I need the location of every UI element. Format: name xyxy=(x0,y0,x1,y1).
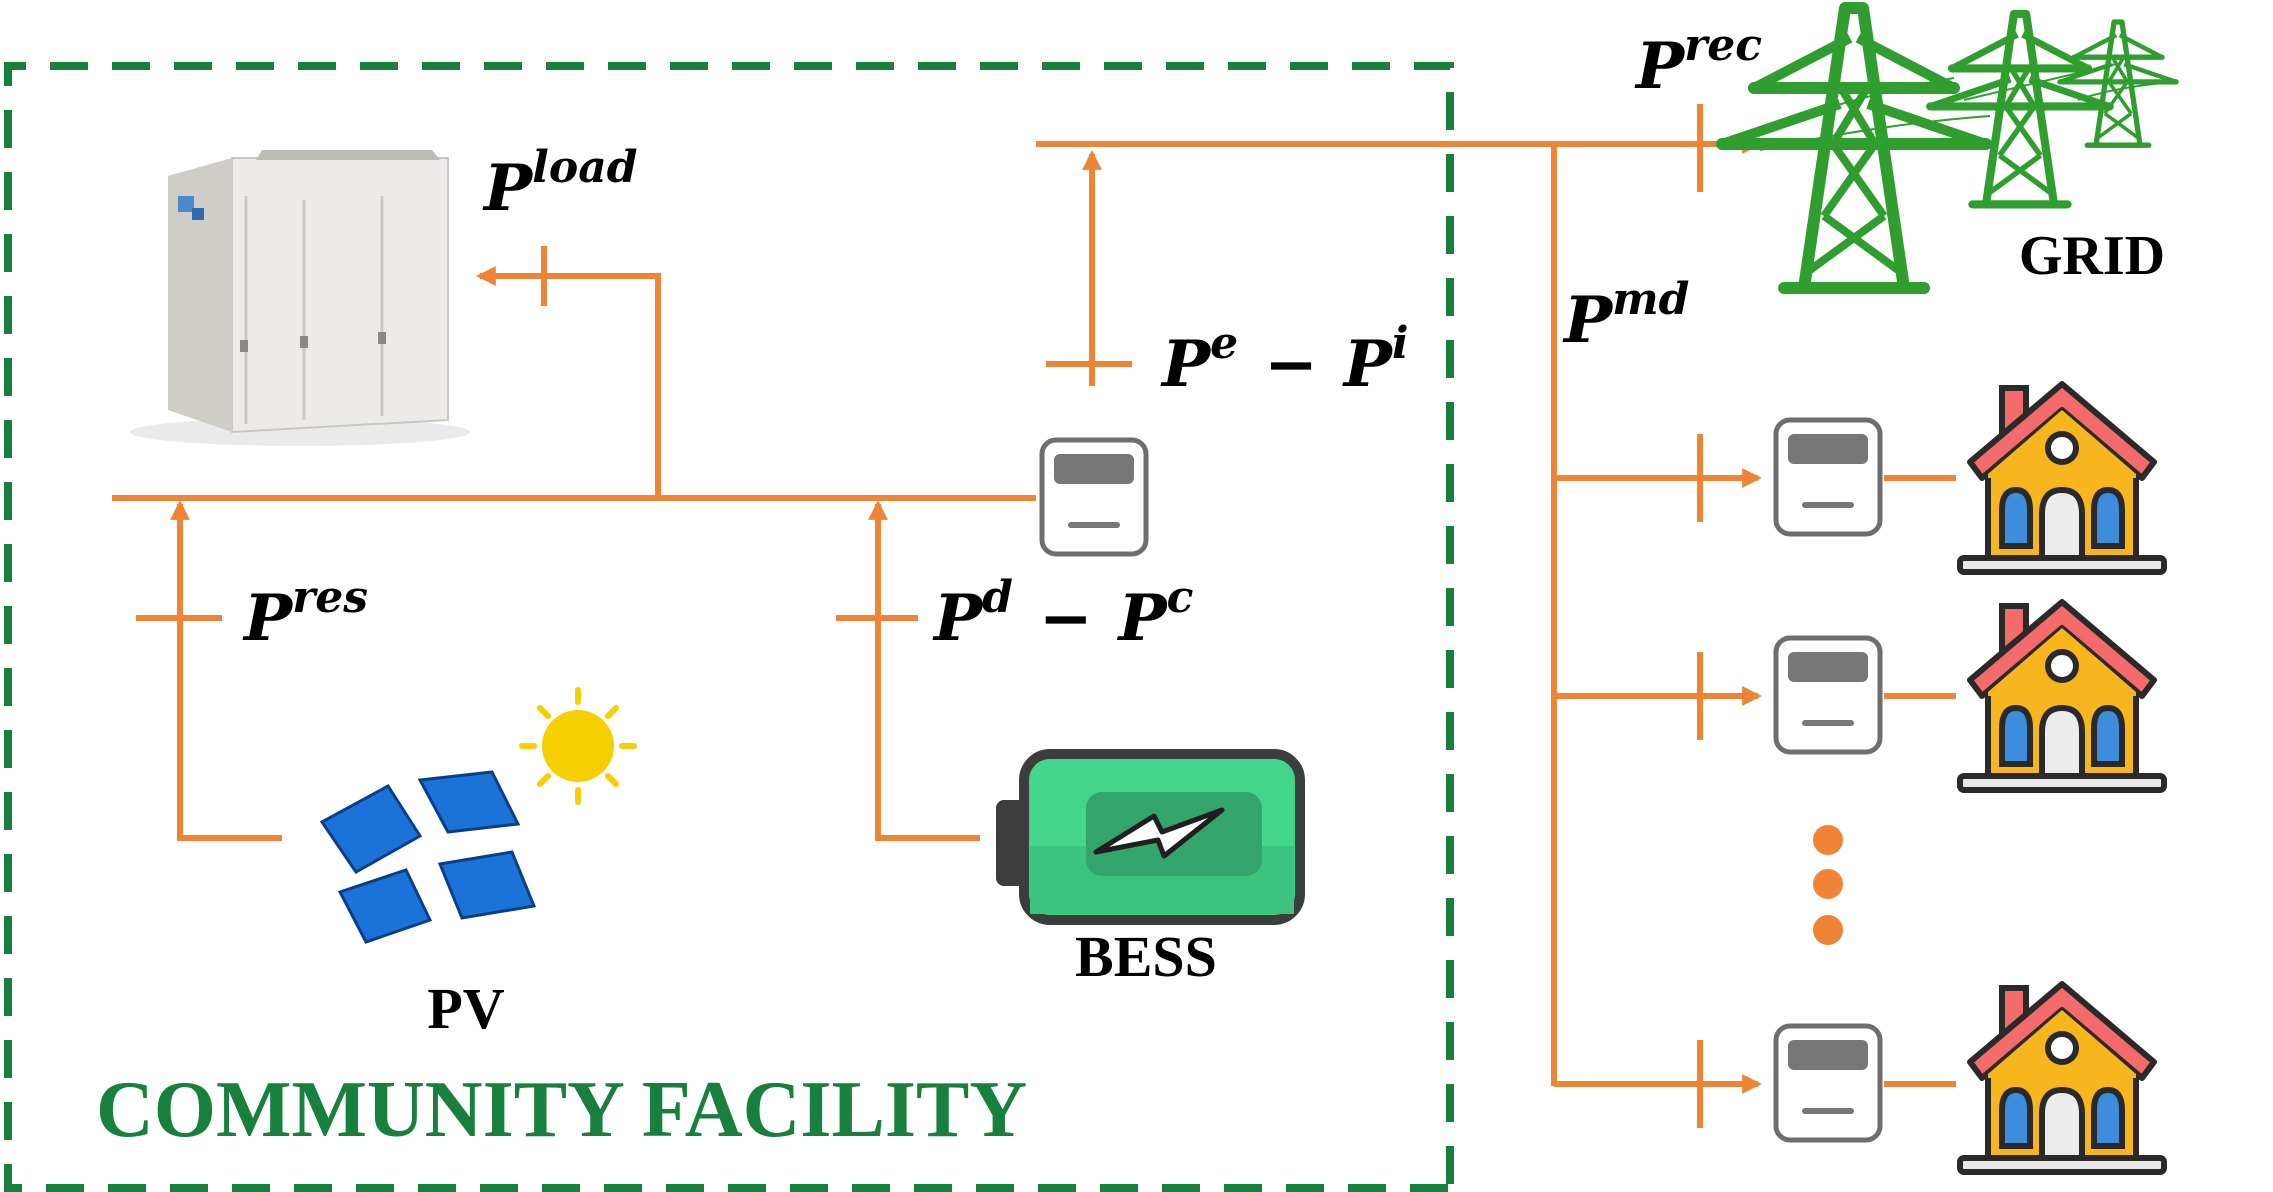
p-load-base: P xyxy=(482,151,534,226)
p-exchange-label: Pe−Pi xyxy=(1160,318,1409,402)
community-facility-boundary xyxy=(4,62,1454,1192)
p-load-superscript: load xyxy=(532,142,637,193)
smart-meter-icon xyxy=(1776,1026,1880,1140)
p-i-superscript: i xyxy=(1392,318,1409,369)
p-c-superscript: c xyxy=(1167,572,1194,623)
p-e-superscript: e xyxy=(1210,318,1238,369)
p-md-base: P xyxy=(1562,283,1614,358)
community-facility-title: COMMUNITY FACILITY xyxy=(96,1066,1027,1154)
smart-meter-icon xyxy=(1776,420,1880,534)
pv-label: PV xyxy=(427,976,504,1041)
p-load-label: Pload xyxy=(482,142,637,226)
smart-meter-icon xyxy=(1776,638,1880,752)
house-icon xyxy=(1960,384,2164,572)
p-d-superscript: d xyxy=(982,572,1013,623)
p-rec-label: Prec xyxy=(1634,20,1762,104)
p-res-base: P xyxy=(242,581,294,656)
house-icon xyxy=(1960,984,2164,1172)
minus-operator: − xyxy=(1264,327,1318,402)
battery-icon xyxy=(996,749,1305,925)
house-icon xyxy=(1960,602,2164,790)
p-i-base: P xyxy=(1342,327,1394,402)
solar-panel-icon xyxy=(319,770,537,944)
p-e-base: P xyxy=(1160,327,1212,402)
minus-operator: − xyxy=(1039,581,1093,656)
p-md-superscript: md xyxy=(1612,274,1689,325)
transmission-tower-icon xyxy=(1722,8,2176,288)
p-res-superscript: res xyxy=(292,572,368,623)
ellipsis-dots xyxy=(1813,825,1843,945)
p-storage-label: Pd−Pc xyxy=(932,572,1194,656)
p-d-base: P xyxy=(932,581,984,656)
grid-label: GRID xyxy=(2019,225,2165,287)
sun-icon xyxy=(519,687,637,805)
p-rec-superscript: rec xyxy=(1684,20,1762,71)
p-rec-base: P xyxy=(1634,29,1686,104)
p-md-label: Pmd xyxy=(1562,274,1689,358)
p-c-base: P xyxy=(1117,581,1169,656)
smart-meter-icon xyxy=(1042,440,1146,554)
power-lines xyxy=(112,104,1956,1128)
hvac-unit-icon xyxy=(130,150,470,446)
lightning-icon xyxy=(1093,807,1225,859)
bess-label: BESS xyxy=(1075,924,1217,989)
p-res-label: Pres xyxy=(242,572,368,656)
